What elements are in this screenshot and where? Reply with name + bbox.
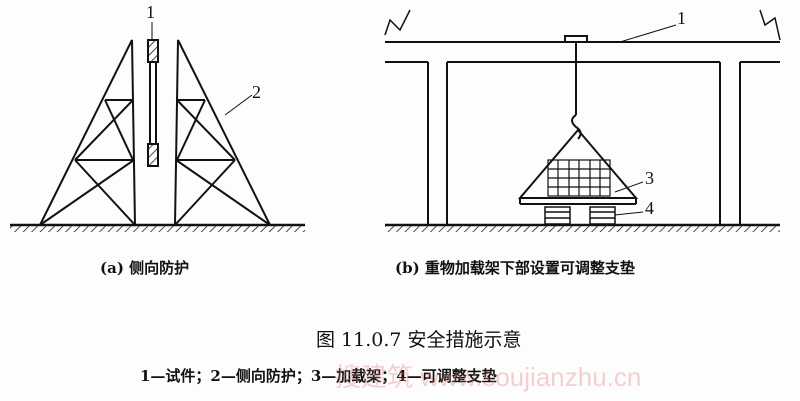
columns bbox=[427, 62, 741, 225]
caption-b: (b) 重物加载架下部设置可调整支垫 bbox=[395, 259, 635, 277]
caption-a: (a) 侧向防护 bbox=[100, 259, 190, 277]
right-truss bbox=[173, 39, 271, 226]
lateral-protection-diagram bbox=[10, 22, 305, 232]
loading-frame bbox=[517, 128, 639, 205]
figure-title: 图 11.0.7 安全措施示意 bbox=[316, 329, 522, 351]
label-1-specimen-b: 1 bbox=[677, 8, 686, 28]
specimen bbox=[147, 39, 159, 167]
label-1-specimen: 1 bbox=[146, 2, 155, 22]
loading-frame-diagram bbox=[384, 9, 781, 232]
label-3-loading-frame: 3 bbox=[645, 168, 654, 188]
hook bbox=[571, 114, 582, 140]
adjustable-pads bbox=[544, 206, 616, 225]
figure-legend: 1—试件；2—侧向防护；3—加载架；4—可调整支垫 bbox=[140, 367, 497, 385]
ground-hatch bbox=[10, 226, 305, 232]
beam bbox=[385, 41, 780, 63]
hanger-plate bbox=[564, 35, 588, 43]
left-truss bbox=[39, 39, 137, 226]
label-2-lateral-protection: 2 bbox=[252, 82, 261, 102]
label-4-adjustable-pad: 4 bbox=[645, 198, 654, 218]
watermark: 搜建筑 www.soujianzhu.cn bbox=[335, 362, 642, 392]
